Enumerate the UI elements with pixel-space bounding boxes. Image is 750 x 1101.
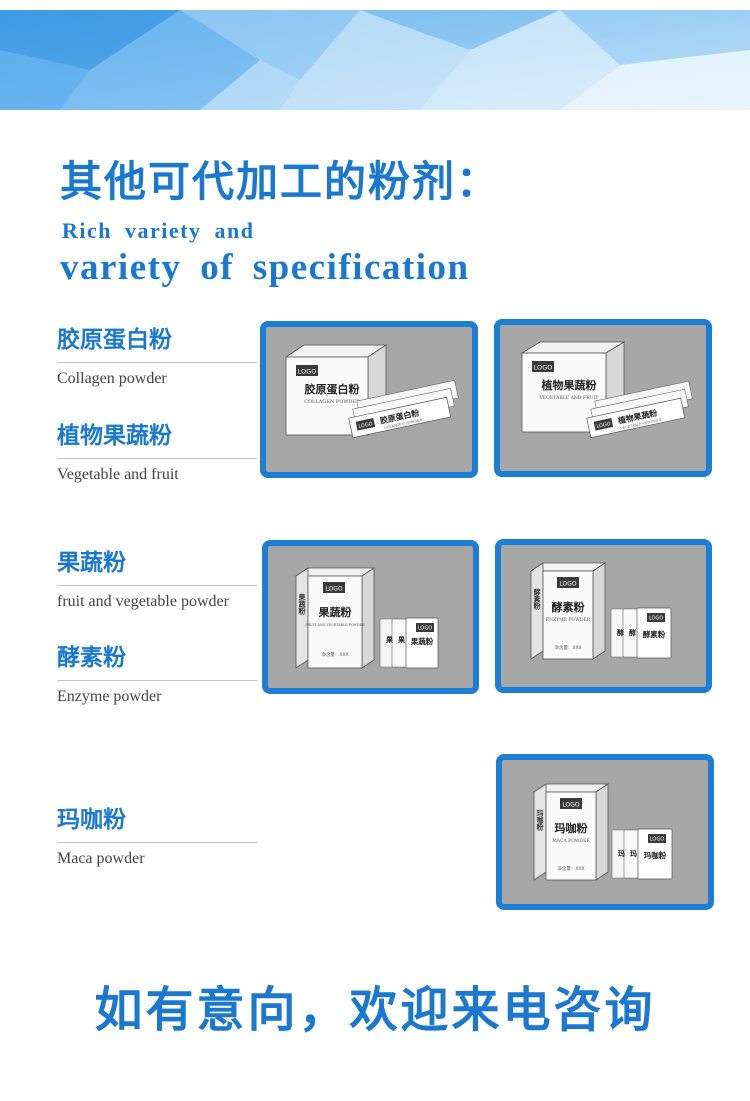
svg-text:VEGETABLE AND FRUIT: VEGETABLE AND FRUIT (539, 395, 600, 401)
svg-text:LOGO: LOGO (596, 421, 611, 430)
svg-text:玛: 玛 (630, 850, 637, 858)
svg-text:LOGO: LOGO (649, 616, 663, 622)
svg-text:净含量：XXX: 净含量：XXX (554, 644, 581, 651)
label-divider (57, 842, 257, 843)
svg-text:LOGO: LOGO (534, 364, 553, 372)
svg-text:玛咖粉: 玛咖粉 (644, 850, 667, 860)
product-image-vegetable-fruit: LOGO 植物果蔬粉 VEGETABLE AND FRUIT LOGO 植物果蔬… (494, 319, 712, 477)
product-image-maca: 玛咖粉 LOGO 玛咖粉 MACA POWDER 净含量：XXX 玛 玛 LOG… (496, 754, 714, 910)
enzyme-package-illustration: 酵素粉 LOGO 酵素粉 ENZYME POWDER 净含量：XXX 酵 酵 L… (529, 562, 672, 660)
svg-text:酵: 酵 (617, 628, 624, 637)
svg-text:LOGO: LOGO (650, 837, 664, 843)
label-divider (57, 680, 257, 681)
svg-text:ENZYME POWDER: ENZYME POWDER (546, 617, 591, 623)
svg-text:果蔬粉: 果蔬粉 (298, 593, 306, 616)
product-image-fruit-vegetable: 果蔬粉 LOGO 果蔬粉 FRUIT AND VEGETABLE POWDER … (262, 540, 479, 694)
svg-text:玛咖粉: 玛咖粉 (555, 821, 588, 835)
product-name-en: Enzyme powder (57, 688, 162, 705)
svg-text:酵素粉: 酵素粉 (533, 588, 541, 611)
svg-text:LOGO: LOGO (418, 626, 432, 632)
svg-text:果蔬粉: 果蔬粉 (411, 636, 434, 646)
svg-text:净含量：XXX: 净含量：XXX (557, 865, 584, 872)
fruit-vegetable-package-illustration: 果蔬粉 LOGO 果蔬粉 FRUIT AND VEGETABLE POWDER … (294, 567, 439, 669)
label-divider (57, 458, 257, 459)
svg-text:胶原蛋白粉: 胶原蛋白粉 (305, 382, 360, 396)
svg-text:MACA POWDER: MACA POWDER (552, 838, 590, 844)
product-image-collagen: LOGO 胶原蛋白粉 COLLAGEN POWDER LOGO 胶原蛋白粉 CO… (260, 321, 478, 478)
svg-text:酵素粉: 酵素粉 (552, 600, 585, 614)
svg-text:净含量：XXX: 净含量：XXX (321, 651, 348, 658)
product-label-vegetable-fruit: 植物果蔬粉 Vegetable and fruit (57, 416, 257, 484)
svg-text:玛: 玛 (618, 850, 625, 858)
product-name-en: Maca powder (57, 850, 145, 867)
product-name-cn: 胶原蛋白粉 (57, 327, 172, 353)
contact-call-to-action: 如有意向，欢迎来电咨询 (94, 982, 656, 1038)
header-banner (0, 10, 750, 110)
svg-text:LOGO: LOGO (298, 368, 317, 376)
product-label-fruit-vegetable: 果蔬粉 fruit and vegetable powder (57, 543, 257, 611)
svg-text:果蔬粉: 果蔬粉 (318, 605, 352, 619)
svg-text:酵: 酵 (629, 628, 636, 637)
page-subtitle-line1: Rich variety and (62, 218, 255, 243)
maca-package-illustration: 玛咖粉 LOGO 玛咖粉 MACA POWDER 净含量：XXX 玛 玛 LOG… (532, 783, 673, 881)
product-name-en: fruit and vegetable powder (57, 593, 229, 610)
collagen-package-illustration: LOGO 胶原蛋白粉 COLLAGEN POWDER LOGO 胶原蛋白粉 CO… (284, 344, 459, 439)
label-divider (57, 362, 257, 363)
svg-text:果: 果 (386, 635, 393, 644)
page-title: 其他可代加工的粉剂： (60, 157, 501, 206)
product-name-cn: 植物果蔬粉 (57, 423, 172, 449)
product-name-cn: 果蔬粉 (57, 550, 126, 576)
page-subtitle-line2: variety of specification (60, 247, 470, 288)
svg-text:LOGO: LOGO (358, 421, 373, 430)
svg-text:果: 果 (398, 635, 405, 644)
product-name-cn: 玛咖粉 (57, 807, 126, 833)
svg-text:LOGO: LOGO (559, 581, 577, 588)
svg-text:FRUIT AND VEGETABLE POWDER: FRUIT AND VEGETABLE POWDER (305, 623, 365, 627)
product-name-en: Vegetable and fruit (57, 466, 179, 483)
label-divider (57, 585, 257, 586)
svg-text:LOGO: LOGO (325, 586, 343, 593)
svg-text:酵素粉: 酵素粉 (643, 629, 666, 639)
banner-graphic (0, 10, 750, 110)
product-name-cn: 酵素粉 (57, 645, 126, 671)
svg-text:COLLAGEN POWDER: COLLAGEN POWDER (304, 399, 360, 405)
svg-text:玛咖粉: 玛咖粉 (536, 810, 544, 832)
svg-text:植物果蔬粉: 植物果蔬粉 (541, 378, 597, 392)
product-label-maca: 玛咖粉 Maca powder (57, 800, 257, 868)
product-image-enzyme: 酵素粉 LOGO 酵素粉 ENZYME POWDER 净含量：XXX 酵 酵 L… (495, 539, 712, 693)
product-label-collagen: 胶原蛋白粉 Collagen powder (57, 320, 257, 388)
product-label-enzyme: 酵素粉 Enzyme powder (57, 638, 257, 706)
svg-text:LOGO: LOGO (562, 802, 580, 809)
vegetable-fruit-package-illustration: LOGO 植物果蔬粉 VEGETABLE AND FRUIT LOGO 植物果蔬… (520, 341, 693, 439)
product-name-en: Collagen powder (57, 370, 167, 387)
